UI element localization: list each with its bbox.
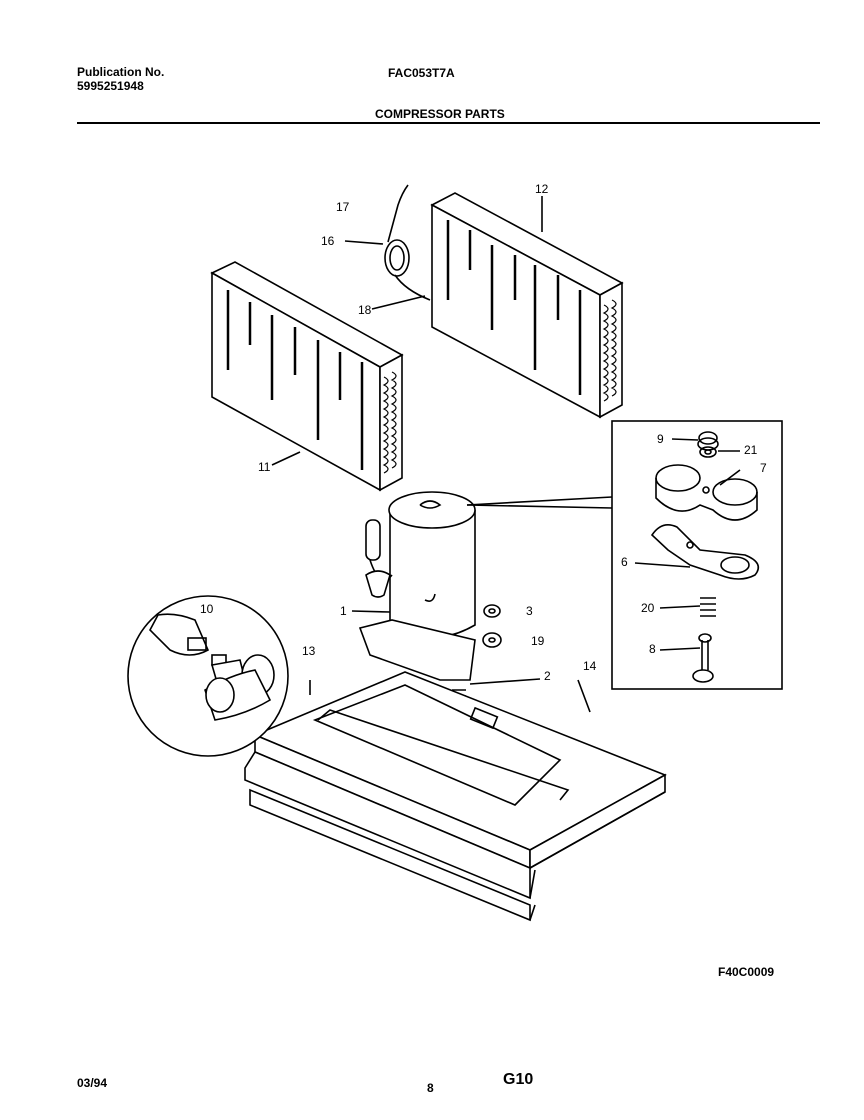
bolt-8 <box>692 633 714 683</box>
callout-14: 14 <box>583 659 597 673</box>
callout-10: 10 <box>200 602 214 616</box>
revision-date: 03/94 <box>77 1076 108 1090</box>
callout-19: 19 <box>531 634 545 648</box>
callout-20: 20 <box>641 601 655 615</box>
callout-7: 7 <box>760 461 767 475</box>
callout-12: 12 <box>535 182 549 196</box>
mount-plate-6 <box>650 524 760 580</box>
callout-9: 9 <box>657 432 664 446</box>
callout-6: 6 <box>621 555 628 569</box>
bracket-inset <box>611 420 783 690</box>
bracket-7 <box>655 464 758 521</box>
callout-3: 3 <box>526 604 533 618</box>
model-number: FAC053T7A <box>388 66 455 80</box>
washer-21 <box>699 446 717 458</box>
spring-20 <box>700 597 716 617</box>
callout-13: 13 <box>302 644 316 658</box>
grommet-19 <box>482 632 502 648</box>
callout-17: 17 <box>336 200 350 214</box>
publication-label: Publication No. <box>77 65 165 79</box>
base-pan-14 <box>244 671 667 922</box>
figure-code: F40C0009 <box>718 965 775 979</box>
callout-18: 18 <box>358 303 372 317</box>
capillary-tube-assembly <box>344 184 431 310</box>
callout-1: 1 <box>340 604 347 618</box>
grid-reference: G10 <box>503 1071 534 1088</box>
section-title: COMPRESSOR PARTS <box>375 107 505 121</box>
grommet-3 <box>483 604 501 618</box>
page-number: 8 <box>427 1081 434 1095</box>
callout-21: 21 <box>744 443 758 457</box>
callout-11: 11 <box>258 460 271 474</box>
callout-2: 2 <box>544 669 551 683</box>
coil-11 <box>210 261 404 492</box>
publication-number: 5995251948 <box>77 79 144 93</box>
compressor-1 <box>351 491 613 681</box>
callout-8: 8 <box>649 642 656 656</box>
capacitor-inset-10 <box>127 595 289 757</box>
coil-12 <box>430 192 624 419</box>
callout-16: 16 <box>321 234 335 248</box>
